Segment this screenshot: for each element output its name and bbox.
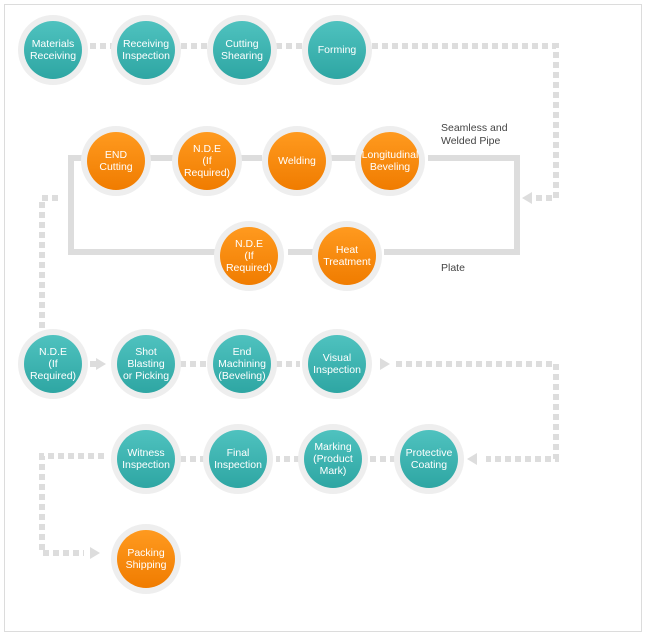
node-label: Forming	[308, 21, 366, 79]
node-label: Protective Coating	[400, 430, 458, 488]
node-cutting-shearing: Cutting Shearing	[207, 15, 277, 85]
connector-pipe-loop	[68, 155, 520, 255]
node-welding: Welding	[262, 126, 332, 196]
node-label: N.D.E (If Required)	[24, 335, 82, 393]
node-label: Cutting Shearing	[213, 21, 271, 79]
node-label: Receiving Inspection	[117, 21, 175, 79]
node-label: End Machining (Beveling)	[213, 335, 271, 393]
node-forming: Forming	[302, 15, 372, 85]
node-label: Visual Inspection	[308, 335, 366, 393]
node-marking: Marking (Product Mark)	[298, 424, 368, 494]
node-label: Materials Receiving	[24, 21, 82, 79]
connector-visual-to-coating	[396, 361, 559, 462]
label-seamless-welded-pipe: Seamless and Welded Pipe	[441, 122, 508, 147]
node-label: Final Inspection	[209, 430, 267, 488]
node-witness-inspection: Witness Inspection	[111, 424, 181, 494]
node-label: Witness Inspection	[117, 430, 175, 488]
node-label: Marking (Product Mark)	[304, 430, 362, 488]
node-label: N.D.E (If Required)	[220, 227, 278, 285]
node-materials-receiving: Materials Receiving	[18, 15, 88, 85]
arrow-into-packing	[90, 547, 100, 559]
node-packing-shipping: Packing Shipping	[111, 524, 181, 594]
node-visual-inspection: Visual Inspection	[302, 329, 372, 399]
node-final-inspection: Final Inspection	[203, 424, 273, 494]
node-label: Welding	[268, 132, 326, 190]
label-plate: Plate	[441, 262, 465, 274]
node-end-cutting: END Cutting	[81, 126, 151, 196]
node-longitudinal-beveling: Longitudinal Beveling	[355, 126, 425, 196]
node-heat-treatment: Heat Treatment	[312, 221, 382, 291]
connector-forming-to-pipe-loop	[372, 43, 559, 201]
arrow-into-shot	[96, 358, 106, 370]
connector-witness-to-packing	[39, 453, 104, 556]
node-end-machining: End Machining (Beveling)	[207, 329, 277, 399]
arrow-into-visual-line	[380, 358, 390, 370]
node-label: END Cutting	[87, 132, 145, 190]
node-label: Packing Shipping	[117, 530, 175, 588]
node-label: Longitudinal Beveling	[361, 132, 419, 190]
arrow-into-loop	[522, 192, 532, 204]
node-nde-3: N.D.E (If Required)	[18, 329, 88, 399]
node-nde-2: N.D.E (If Required)	[214, 221, 284, 291]
node-nde-1: N.D.E (If Required)	[172, 126, 242, 196]
node-protective-coating: Protective Coating	[394, 424, 464, 494]
diagram-frame	[4, 4, 642, 632]
node-receiving-inspection: Receiving Inspection	[111, 15, 181, 85]
node-label: Shot Blasting or Picking	[117, 335, 175, 393]
node-label: N.D.E (If Required)	[178, 132, 236, 190]
node-shot-blasting: Shot Blasting or Picking	[111, 329, 181, 399]
node-label: Heat Treatment	[318, 227, 376, 285]
connector-loop-to-nde3	[39, 195, 58, 330]
arrow-into-coating	[467, 453, 477, 465]
